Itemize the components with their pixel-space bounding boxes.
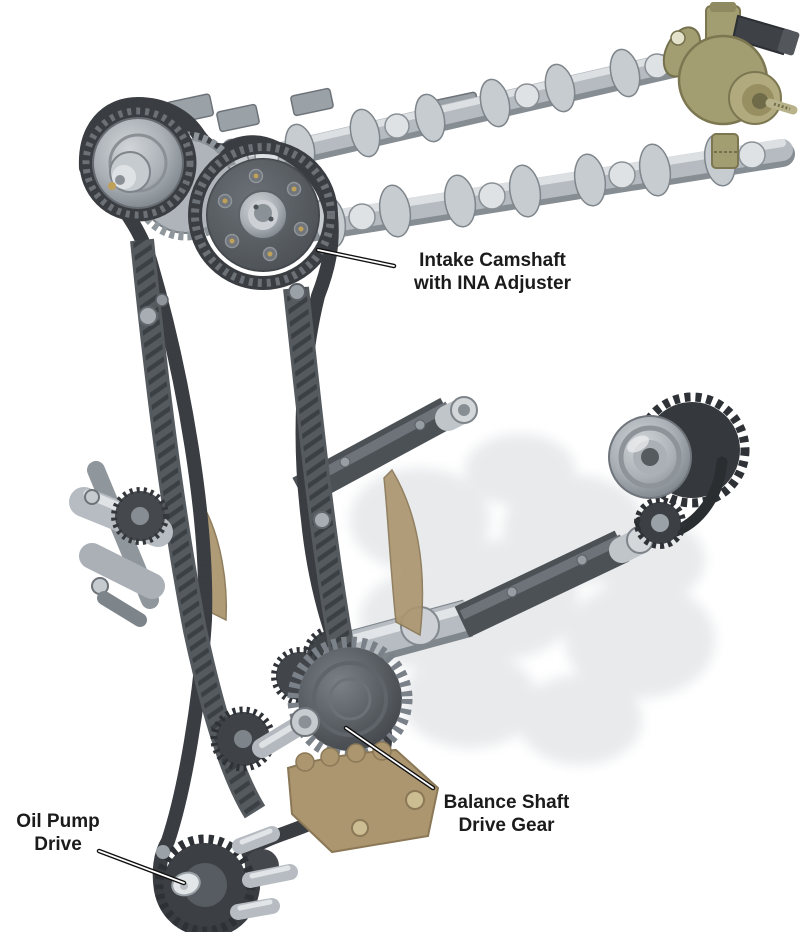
fuel-pump bbox=[662, 2, 800, 169]
pump-connector bbox=[731, 14, 792, 56]
leader-lines bbox=[96, 247, 436, 886]
label-intake-camshaft: Intake Camshaft with INA Adjuster bbox=[414, 250, 571, 294]
label-oil-pump-drive: Oil Pump Drive bbox=[16, 811, 100, 855]
intake-cam-sprocket-ina-adjuster bbox=[188, 140, 338, 290]
balance-shaft-belt-drive bbox=[608, 392, 750, 549]
flange-bolts bbox=[217, 168, 309, 262]
label-balance-shaft-drive-gear: Balance Shaft Drive Gear bbox=[443, 792, 570, 836]
balance-shaft-drive-gear-cluster bbox=[210, 636, 440, 854]
chain-tensioner bbox=[69, 461, 173, 627]
